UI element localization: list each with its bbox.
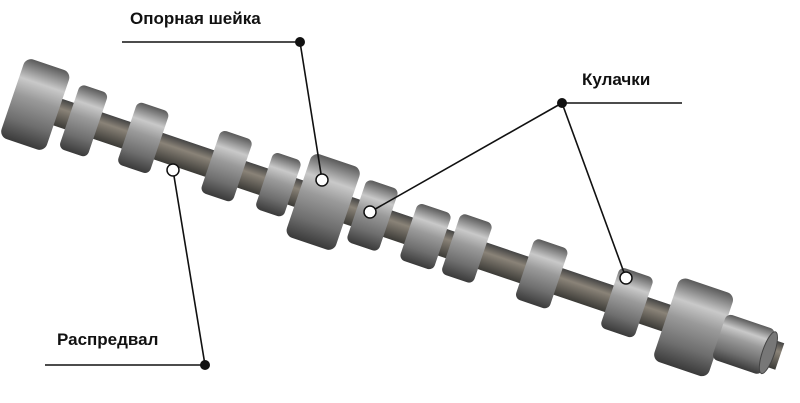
cam-lobe [118, 102, 169, 173]
cam-lobe [201, 130, 252, 202]
end-flange [654, 278, 734, 377]
cam-lobe [601, 268, 653, 338]
label-cams: Кулачки [582, 70, 651, 89]
cam-lobe [442, 214, 492, 283]
leader-lines [45, 41, 682, 366]
label-journal: Опорная шейка [130, 9, 261, 28]
bearing-journal [286, 154, 360, 250]
target-markers [166, 163, 633, 285]
label-camshaft: Распредвал [57, 330, 159, 349]
camshaft [1, 59, 785, 377]
cam-lobe [516, 239, 568, 309]
shaft [17, 86, 785, 370]
stub-end-face [758, 331, 778, 375]
flange [60, 85, 108, 157]
cam-lobe [256, 153, 301, 217]
end-cap [1, 59, 70, 150]
cam-lobe [400, 204, 451, 270]
anchor-dots [200, 37, 567, 370]
end-stub [713, 314, 775, 374]
